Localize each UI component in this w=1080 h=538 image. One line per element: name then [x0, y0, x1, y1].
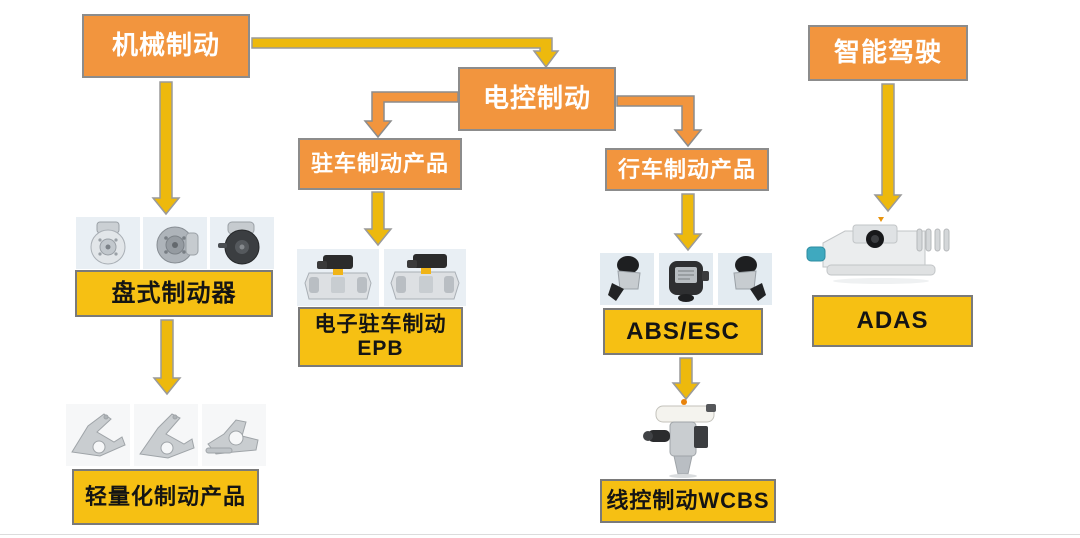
- node-label: 线控制动WCBS: [606, 488, 770, 514]
- disc-brake-photo-3: [218, 221, 260, 265]
- node-epb: 电子驻车制动 EPB: [298, 307, 463, 367]
- arrow-service-to-abs: [673, 193, 703, 252]
- knuckle-photo-3: [205, 419, 259, 455]
- epb-caliper-photo-1: [304, 255, 372, 300]
- node-wcbs: 线控制动WCBS: [600, 479, 776, 523]
- node-label-line1: 电子驻车制动: [314, 312, 447, 336]
- epb-caliper-photo-2: [390, 254, 460, 300]
- disc-brake-product-images: [76, 217, 274, 269]
- node-label: 驻车制动产品: [310, 151, 449, 177]
- node-adas: ADAS: [812, 295, 973, 347]
- disc-brake-photo-2: [156, 226, 199, 264]
- node-label: 轻量化制动产品: [84, 484, 246, 510]
- arrow-intelligent-to-adas: [873, 83, 903, 213]
- adas-product-image: [805, 215, 960, 287]
- node-label: 盘式制动器: [111, 279, 237, 307]
- node-label: 行车制动产品: [617, 156, 756, 182]
- node-intelligent-driving: 智能驾驶: [808, 25, 968, 81]
- node-parking-brake-products: 驻车制动产品: [298, 138, 462, 190]
- arrow-parking-to-epb: [363, 191, 393, 247]
- arrow-mechanical-to-disc: [151, 81, 181, 216]
- abs-unit-photo-3: [733, 256, 766, 301]
- arrow-abs-to-wcbs: [671, 357, 701, 401]
- abs-esc-product-images: [600, 253, 772, 305]
- node-label: 智能驾驶: [833, 37, 942, 68]
- arrow-electronic-to-service: [616, 95, 703, 148]
- node-mechanical-brake: 机械制动: [82, 14, 250, 78]
- node-abs-esc: ABS/ESC: [603, 308, 763, 355]
- node-label: ADAS: [856, 307, 929, 335]
- node-disc-brake: 盘式制动器: [75, 270, 273, 317]
- node-label-line2: EPB: [357, 337, 404, 360]
- epb-caliper-product-images: [297, 249, 467, 306]
- node-lightweight-brake-products: 轻量化制动产品: [72, 469, 259, 525]
- node-label: 电控制动: [482, 83, 591, 114]
- arrow-mechanical-to-electronic: [251, 37, 560, 69]
- arrow-disc-to-lightweight: [152, 319, 182, 396]
- node-label: ABS/ESC: [626, 317, 740, 345]
- bottom-divider: [0, 534, 1080, 535]
- node-service-brake-products: 行车制动产品: [605, 148, 769, 191]
- abs-unit-photo-2: [669, 261, 709, 302]
- disc-brake-photo-1: [90, 221, 126, 265]
- abs-unit-photo-1: [608, 256, 641, 301]
- knuckle-photo-1: [71, 413, 126, 457]
- knuckle-photo-2: [139, 413, 195, 459]
- lightweight-part-product-images: [66, 404, 268, 466]
- node-electronic-brake: 电控制动: [458, 67, 616, 131]
- arrow-electronic-to-parking: [363, 91, 459, 139]
- wcbs-product-image: [636, 398, 728, 478]
- node-label: 机械制动: [111, 30, 220, 61]
